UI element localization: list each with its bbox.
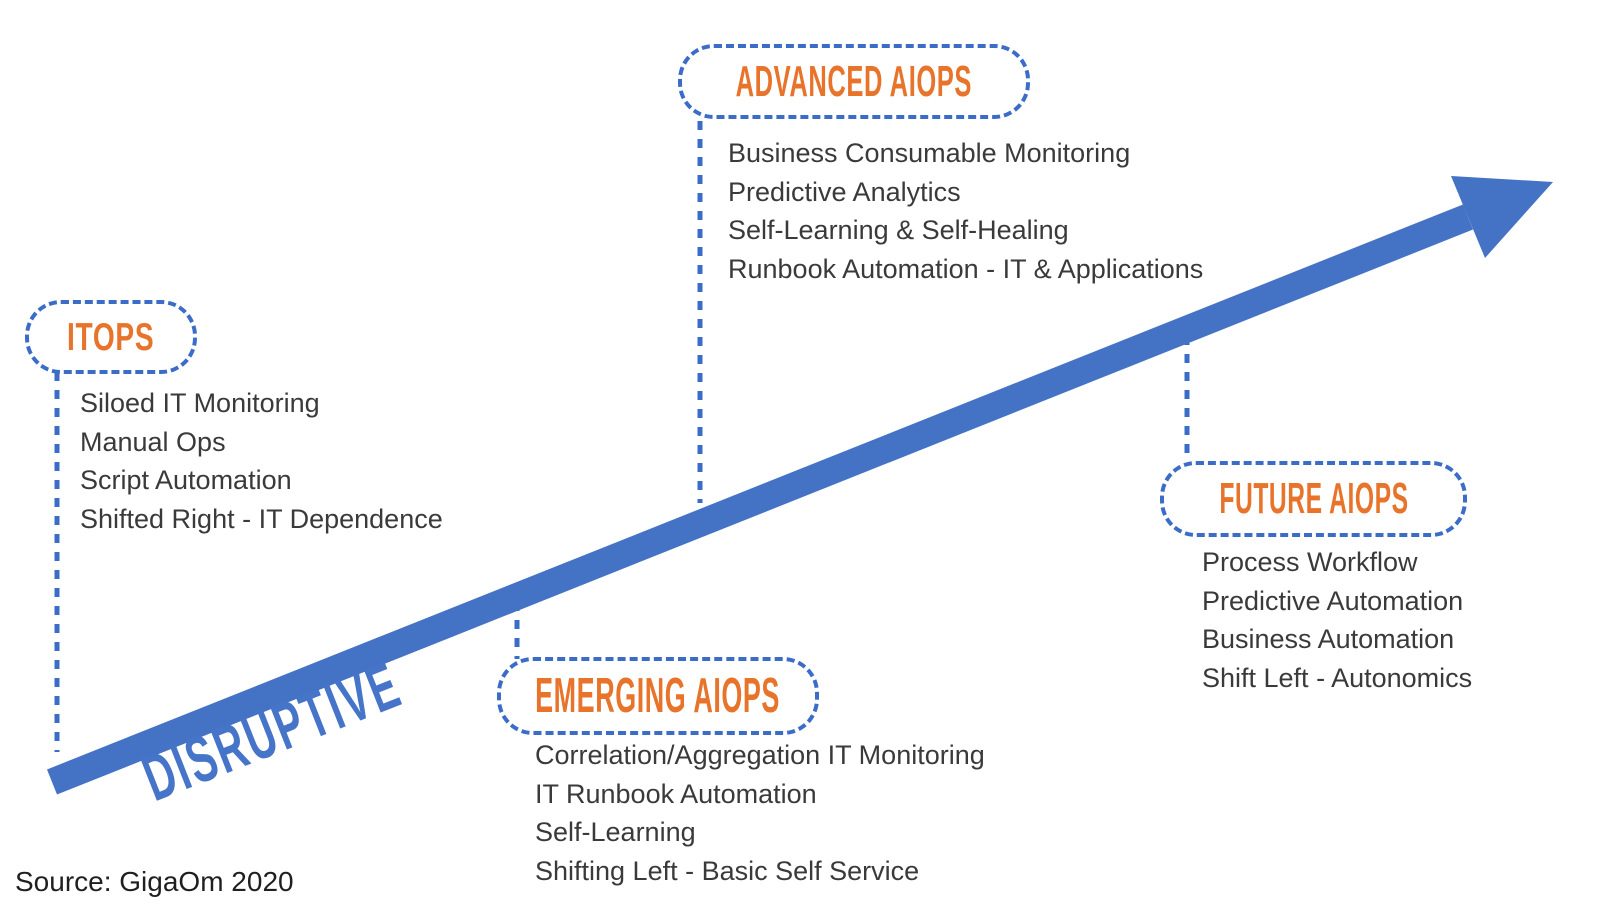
list-item: Manual Ops — [80, 426, 226, 457]
list-item: Script Automation — [80, 465, 292, 495]
stage-list-future-aiops: Process Workflow Predictive Automation B… — [1202, 543, 1472, 697]
source-caption: Source: GigaOm 2020 — [15, 866, 294, 897]
list-item: IT Runbook Automation — [535, 778, 817, 809]
trend-arrow-shaft — [46, 204, 1474, 795]
stage-list-advanced-aiops: Business Consumable Monitoring Predictiv… — [728, 134, 1203, 288]
stage-list-itops: Siloed IT Monitoring Manual Ops Script A… — [80, 384, 443, 538]
stage-label-itops: ITOPS — [67, 315, 155, 359]
list-item: Siloed IT Monitoring — [80, 388, 320, 418]
list-item: Self-Learning — [535, 817, 696, 847]
list-item: Shifting Left - Basic Self Service — [535, 855, 920, 886]
list-item: Business Automation — [1202, 624, 1455, 654]
list-item: Self-Learning & Self-Healing — [728, 215, 1069, 245]
stage-box-itops: ITOPS — [25, 300, 197, 374]
stage-box-advanced-aiops: ADVANCED AIOPS — [678, 44, 1030, 119]
stage-list-emerging-aiops: Correlation/Aggregation IT Monitoring IT… — [535, 736, 985, 890]
trend-arrow-head-icon — [1451, 176, 1553, 258]
stage-label-advanced-aiops: ADVANCED AIOPS — [735, 56, 973, 106]
list-item: Business Consumable Monitoring — [728, 138, 1131, 168]
stage-box-future-aiops: FUTURE AIOPS — [1160, 461, 1467, 537]
list-item: Process Workflow — [1202, 547, 1418, 577]
stage-label-future-aiops: FUTURE AIOPS — [1218, 474, 1409, 523]
list-item: Predictive Automation — [1202, 585, 1464, 616]
list-item: Shifted Right - IT Dependence — [80, 503, 443, 534]
stage-box-emerging-aiops: EMERGING AIOPS — [497, 657, 819, 735]
list-item: Runbook Automation - IT & Applications — [728, 253, 1204, 284]
list-item: Predictive Analytics — [728, 176, 961, 207]
list-item: Shift Left - Autonomics — [1202, 662, 1473, 693]
stage-label-emerging-aiops: EMERGING AIOPS — [535, 668, 781, 723]
list-item: Correlation/Aggregation IT Monitoring — [535, 740, 985, 770]
